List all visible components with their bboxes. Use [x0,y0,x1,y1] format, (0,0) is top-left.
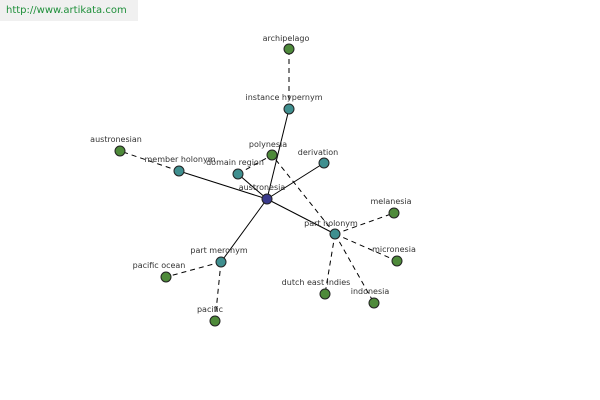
node-indonesia-label: indonesia [351,287,390,296]
nodes-layer: austronesia instance hypernym archipelago m… [90,34,416,327]
node-dutch-east-indies[interactable]: dutch east indies [282,278,351,300]
node-pacific-ocean[interactable]: pacific ocean [133,261,186,283]
node-polynesia-label: polynesia [249,140,287,149]
node-micronesia-label: micronesia [372,245,416,254]
edge-austronesia-to-part-holonym [266,198,336,235]
node-domain-region-label: domain region [206,158,264,167]
edge-part-holonym-to-polynesia [271,154,336,235]
node-melanesia[interactable]: melanesia [370,197,412,219]
node-domain-region[interactable]: domain region [206,158,264,180]
node-dutch-east-indies-label: dutch east indies [282,278,351,287]
edge-austronesia-to-part-meronym [220,198,268,263]
node-austronesia-label: austronesia [239,183,286,192]
node-part-meronym[interactable]: part meronym [190,246,248,268]
edge-part-meronym-to-pacific [214,261,222,322]
node-pacific-ocean-marker[interactable] [160,271,172,283]
edge-domain-region-to-polynesia [237,154,273,175]
node-archipelago-marker[interactable] [283,43,295,55]
node-micronesia[interactable]: micronesia [372,245,416,267]
node-austronesian[interactable]: austronesian [90,135,142,157]
node-pacific-marker[interactable] [209,315,221,327]
watermark-url: http://www.artikata.com [0,0,138,21]
node-instance-hypernym-label: instance hypernym [246,93,323,102]
node-derivation[interactable]: derivation [298,148,338,169]
node-member-holonym-marker[interactable] [173,165,185,177]
edge-austronesia-to-domain-region [237,173,268,200]
node-melanesia-label: melanesia [370,197,411,206]
node-pacific[interactable]: pacific [197,305,223,327]
edge-part-holonym-to-dutch-east-indies [324,233,336,295]
node-member-holonym[interactable]: member holonym [144,155,216,177]
node-part-holonym[interactable]: part holonym [304,219,358,240]
edge-part-meronym-to-pacific-ocean [165,261,222,278]
edge-austronesia-to-derivation [266,162,325,200]
node-derivation-marker[interactable] [318,157,330,169]
edge-austronesia-to-member-holonym [178,170,268,200]
node-part-holonym-marker[interactable] [329,228,341,240]
node-part-meronym-marker[interactable] [215,256,227,268]
edge-part-holonym-to-micronesia [334,233,398,262]
edge-part-holonym-to-melanesia [334,212,395,235]
node-austronesian-marker[interactable] [114,145,126,157]
node-member-holonym-label: member holonym [144,155,215,164]
node-part-holonym-label: part holonym [304,219,358,228]
node-domain-region-marker[interactable] [232,168,244,180]
node-indonesia[interactable]: indonesia [351,287,390,309]
node-melanesia-marker[interactable] [388,207,400,219]
edge-member-holonym-to-austronesian [119,150,180,172]
node-indonesia-marker[interactable] [368,297,380,309]
node-austronesian-label: austronesian [90,135,142,144]
node-part-meronym-label: part meronym [190,246,247,255]
node-pacific-label: pacific [197,305,223,314]
node-archipelago-label: archipelago [263,34,310,43]
node-pacific-ocean-label: pacific ocean [133,261,186,270]
node-instance-hypernym-marker[interactable] [283,103,295,115]
edges-layer [119,49,398,322]
edge-part-holonym-to-indonesia [334,233,375,304]
node-micronesia-marker[interactable] [391,255,403,267]
node-derivation-label: derivation [298,148,338,157]
node-polynesia-marker[interactable] [266,149,278,161]
node-dutch-east-indies-marker[interactable] [319,288,331,300]
edge-austronesia-to-instance-hypernym [266,108,290,200]
node-instance-hypernym[interactable]: instance hypernym [246,93,323,115]
node-austronesia-marker[interactable] [261,193,273,205]
node-austronesia[interactable]: austronesia [239,183,286,205]
node-archipelago[interactable]: archipelago [263,34,310,55]
node-polynesia[interactable]: polynesia [249,140,287,161]
